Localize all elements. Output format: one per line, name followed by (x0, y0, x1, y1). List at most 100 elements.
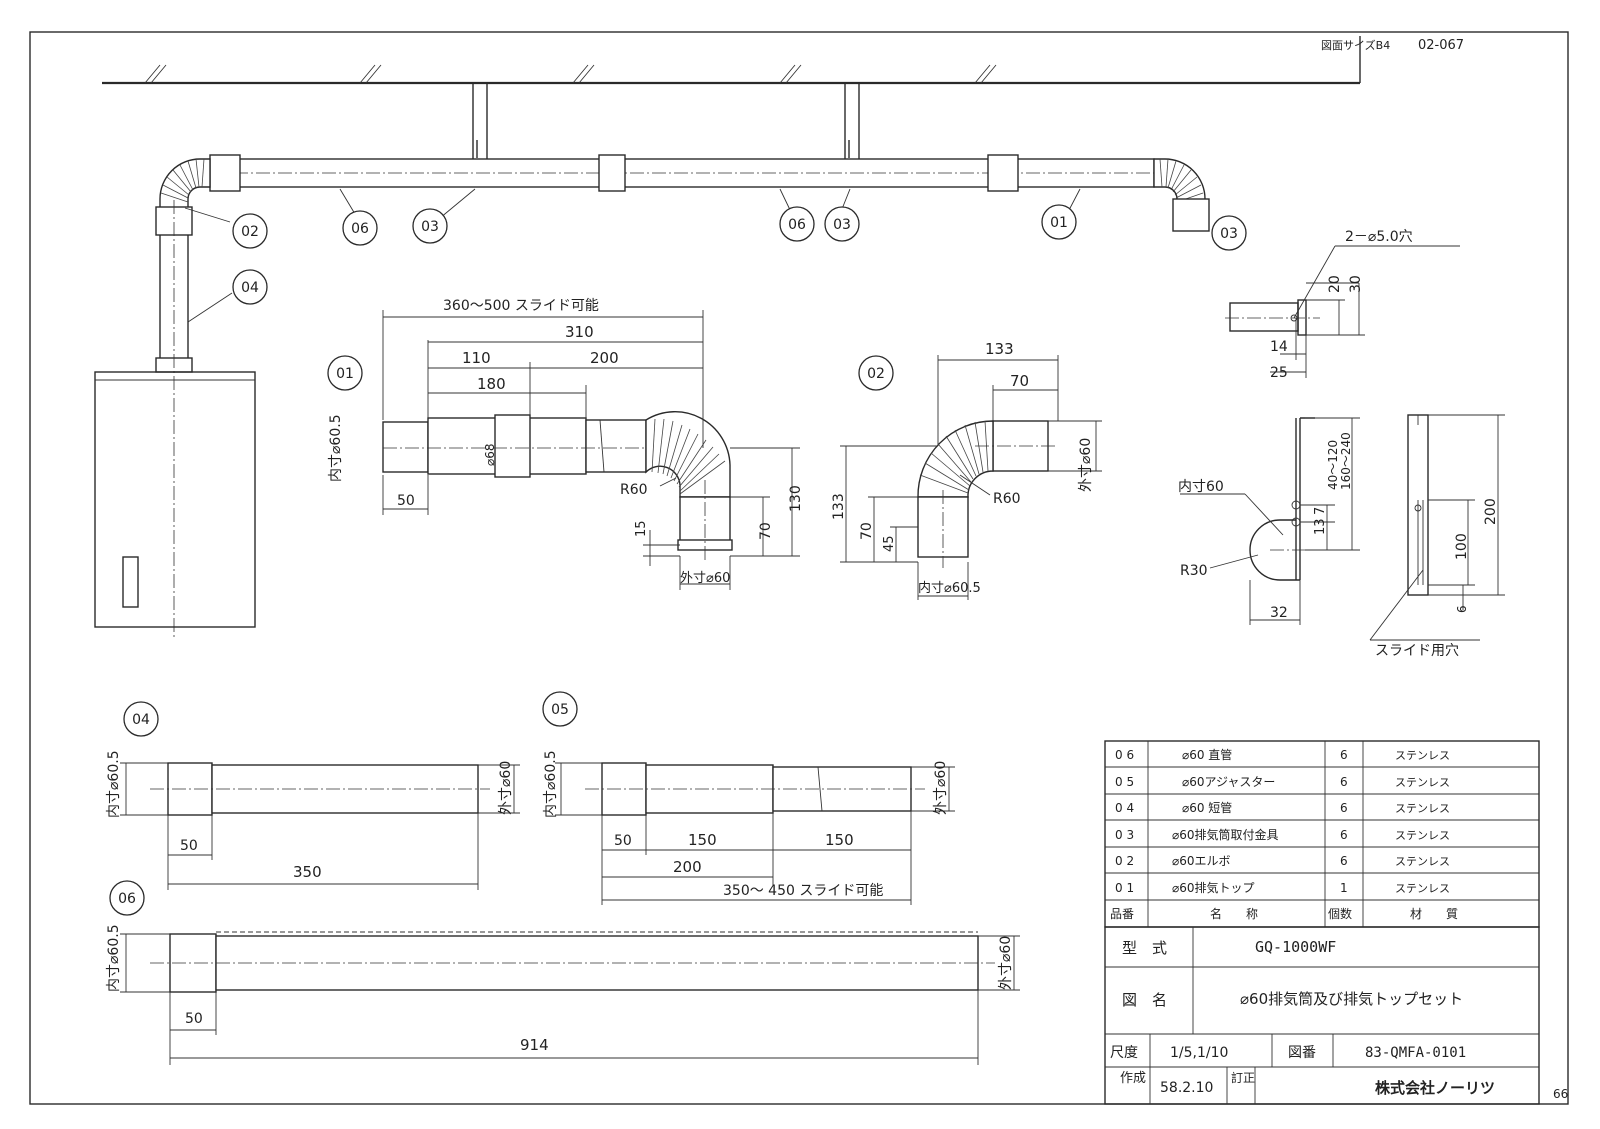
table-row: 0 3 ⌀60排気筒取付金具 6 ステンレス (1115, 827, 1450, 842)
svg-text:R60: R60 (993, 491, 1021, 507)
boiler-unit (94, 371, 256, 628)
svg-text:0 2: 0 2 (1115, 854, 1134, 868)
svg-text:2－⌀5.0穴: 2－⌀5.0穴 (1345, 229, 1413, 245)
drawing-name-label: 図 名 (1122, 991, 1167, 1009)
drawing-name-value: ⌀60排気筒及び排気トップセット (1240, 990, 1463, 1008)
svg-text:内寸⌀60.5: 内寸⌀60.5 (918, 580, 981, 596)
parts-list-table: 0 6 ⌀60 直管 6 ステンレス 0 5 ⌀60アジャスター 6 ステンレス… (1104, 740, 1540, 928)
callout-balloon: 03 (824, 206, 860, 242)
svg-text:06: 06 (788, 217, 806, 233)
table-header-row: 品番 名 称 個数 材 質 (1110, 906, 1458, 921)
svg-text:200: 200 (673, 858, 702, 876)
svg-text:150: 150 (688, 831, 717, 849)
svg-text:R30: R30 (1180, 563, 1208, 579)
svg-text:⌀60排気筒取付金具: ⌀60排気筒取付金具 (1172, 827, 1279, 842)
drawing-no-label: 図番 (1288, 1045, 1316, 1061)
svg-text:6: 6 (1340, 801, 1348, 815)
svg-text:ステンレス: ステンレス (1395, 855, 1450, 868)
svg-text:05: 05 (551, 702, 569, 718)
sheet-size-label: 図面サイズB4 (1321, 38, 1390, 52)
svg-text:⌀60エルボ: ⌀60エルボ (1172, 854, 1231, 868)
svg-text:150: 150 (825, 831, 854, 849)
part-02-elbow (917, 420, 994, 498)
svg-text:04: 04 (132, 712, 150, 728)
callout-balloon: 06 (342, 210, 378, 246)
revision-label: 訂正 (1231, 1070, 1255, 1085)
svg-text:ステンレス: ステンレス (1395, 829, 1450, 842)
svg-text:70: 70 (1010, 372, 1029, 390)
svg-text:70: 70 (859, 522, 875, 540)
part-06-view: 06 内寸⌀60.5 外寸⌀60 50 914 (106, 880, 1020, 1065)
part-01-balloon (327, 355, 363, 391)
svg-text:0 5: 0 5 (1115, 775, 1134, 789)
page-number: 66 (1553, 1087, 1568, 1101)
svg-text:材 質: 材 質 (1410, 906, 1458, 921)
svg-text:⌀60 直管: ⌀60 直管 (1182, 747, 1232, 762)
svg-text:350: 350 (293, 863, 322, 881)
svg-text:914: 914 (520, 1036, 549, 1054)
svg-text:内寸⌀60.5: 内寸⌀60.5 (543, 750, 559, 818)
svg-text:スライド用穴: スライド用穴 (1375, 643, 1459, 659)
svg-text:20: 20 (1327, 275, 1343, 293)
svg-text:6: 6 (1340, 854, 1348, 868)
dim-slide-range: 360～500 スライド可能 (443, 298, 599, 314)
svg-text:180: 180 (477, 375, 506, 393)
svg-text:内寸60: 内寸60 (1178, 479, 1224, 495)
svg-text:⌀60 短管: ⌀60 短管 (1182, 800, 1232, 815)
callout-balloon: 03 (412, 208, 448, 244)
svg-text:03: 03 (1220, 226, 1238, 242)
drawing-code: 02-067 (1418, 38, 1464, 53)
svg-text:01: 01 (1050, 215, 1068, 231)
part-02-view: 02 133 70 外寸⌀60 R60 (831, 340, 1102, 600)
svg-text:133: 133 (985, 340, 1014, 358)
svg-text:0 3: 0 3 (1115, 828, 1134, 842)
svg-text:ステンレス: ステンレス (1395, 802, 1450, 815)
svg-text:0 6: 0 6 (1115, 748, 1134, 762)
svg-text:110: 110 (462, 349, 491, 367)
svg-text:外寸⌀60: 外寸⌀60 (1078, 438, 1094, 492)
made-label: 作成 (1120, 1071, 1146, 1086)
callout-balloon: 06 (779, 206, 815, 242)
svg-text:⌀60アジャスター: ⌀60アジャスター (1182, 775, 1275, 789)
svg-text:30: 30 (1348, 275, 1364, 293)
table-row: 0 1 ⌀60排気トップ 1 ステンレス (1115, 880, 1450, 895)
svg-text:0 1: 0 1 (1115, 881, 1134, 895)
svg-text:50: 50 (614, 833, 632, 849)
part-01-view: 01 (327, 298, 804, 590)
svg-text:⌀68: ⌀68 (483, 444, 497, 467)
svg-text:個数: 個数 (1328, 906, 1352, 921)
svg-text:R60: R60 (620, 482, 648, 498)
svg-text:名 称: 名 称 (1210, 906, 1258, 921)
table-row: 0 5 ⌀60アジャスター 6 ステンレス (1115, 775, 1450, 789)
svg-text:13: 13 (1313, 518, 1328, 535)
svg-text:7: 7 (1313, 507, 1328, 515)
svg-text:01: 01 (336, 366, 354, 382)
sheet-border (29, 31, 1569, 1105)
svg-text:14: 14 (1270, 339, 1288, 355)
part-03-balloon (1211, 215, 1247, 251)
scale-value: 1/5,1/10 (1170, 1045, 1228, 1061)
svg-text:内寸⌀60.5: 内寸⌀60.5 (106, 924, 122, 992)
company-name: 株式会社ノーリツ (1375, 1079, 1495, 1097)
scale-label: 尺度 (1110, 1045, 1138, 1061)
svg-text:外寸⌀60: 外寸⌀60 (498, 761, 514, 815)
table-row: 0 2 ⌀60エルボ 6 ステンレス (1115, 854, 1450, 868)
table-row: 0 6 ⌀60 直管 6 ステンレス (1115, 747, 1450, 762)
svg-text:02: 02 (241, 224, 259, 240)
part-05-view: 05 内寸⌀60.5 外寸⌀60 50 150 150 200 350～ 450… (542, 691, 955, 905)
part-06-balloon (109, 880, 145, 916)
svg-text:310: 310 (565, 323, 594, 341)
svg-text:6: 6 (1340, 828, 1348, 842)
svg-text:200: 200 (1483, 498, 1499, 525)
svg-text:04: 04 (241, 280, 259, 296)
svg-text:130: 130 (788, 485, 804, 512)
svg-text:02: 02 (867, 366, 885, 382)
svg-text:200: 200 (590, 349, 619, 367)
svg-text:40～120: 40～120 (1326, 440, 1340, 490)
callout-balloon: 01 (1041, 204, 1077, 240)
svg-text:350～ 450 スライド可能: 350～ 450 スライド可能 (723, 883, 883, 899)
part-04-balloon (123, 701, 159, 737)
svg-text:ステンレス: ステンレス (1395, 882, 1450, 895)
svg-text:50: 50 (185, 1011, 203, 1027)
